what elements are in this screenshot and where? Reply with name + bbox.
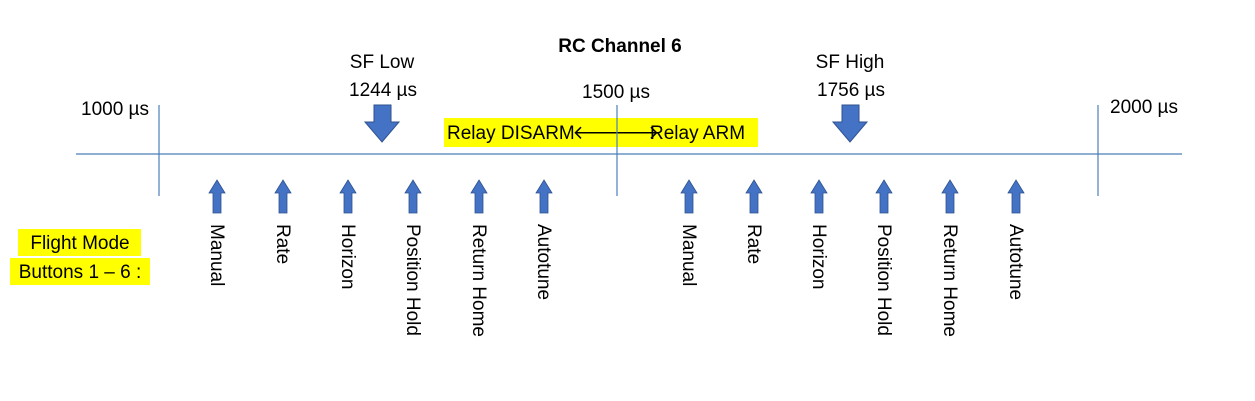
mode-label-autotune-2: Autotune bbox=[1005, 224, 1026, 300]
relay-highlight bbox=[444, 118, 758, 147]
up-arrow-icon bbox=[745, 179, 763, 214]
relay-disarm-label: Relay DISARM bbox=[447, 123, 575, 144]
up-arrow-icon bbox=[404, 179, 422, 214]
mode-label-return-home-2: Return Home bbox=[939, 224, 960, 337]
up-arrow-icon bbox=[470, 179, 488, 214]
up-arrow-icon bbox=[810, 179, 828, 214]
flight-mode-label-line1: Flight Mode bbox=[30, 233, 129, 254]
sf-low-name: SF Low bbox=[350, 52, 415, 73]
tick-label-1500: 1500 µs bbox=[582, 82, 650, 103]
left-arrow-icon: 🡐 bbox=[573, 123, 624, 144]
sf-high-arrow-icon bbox=[831, 104, 869, 143]
up-arrow-icon bbox=[208, 179, 226, 214]
tick-label-2000: 2000 µs bbox=[1110, 97, 1178, 118]
mode-label-horizon-2: Horizon bbox=[808, 224, 829, 289]
sf-high-value: 1756 µs bbox=[817, 80, 885, 101]
tick-label-1000: 1000 µs bbox=[81, 99, 149, 120]
up-arrow-icon bbox=[1007, 179, 1025, 214]
mode-label-autotune-1: Autotune bbox=[533, 224, 554, 300]
up-arrow-icon bbox=[680, 179, 698, 214]
flight-mode-highlight-2 bbox=[10, 258, 150, 285]
right-arrow-icon: 🡒 bbox=[609, 123, 660, 144]
flight-mode-label-line2: Buttons 1 – 6 : bbox=[19, 262, 142, 283]
sf-low-arrow-icon bbox=[363, 104, 401, 143]
flight-mode-buttons: Manual Rate Horizon Position Hold Return Hom… bbox=[206, 179, 1026, 337]
up-arrow-icon bbox=[875, 179, 893, 214]
mode-label-horizon-1: Horizon bbox=[337, 224, 358, 289]
up-arrow-icon bbox=[339, 179, 357, 214]
sf-low-value: 1244 µs bbox=[349, 80, 417, 101]
up-arrow-icon bbox=[274, 179, 292, 214]
mode-label-position-hold-2: Position Hold bbox=[873, 224, 894, 336]
mode-label-rate-2: Rate bbox=[743, 224, 764, 264]
up-arrow-icon bbox=[535, 179, 553, 214]
mode-label-manual-1: Manual bbox=[206, 224, 227, 286]
up-arrow-icon bbox=[941, 179, 959, 214]
sf-high-name: SF High bbox=[816, 52, 885, 73]
relay-arm-label: Relay ARM bbox=[650, 123, 745, 144]
diagram-title: RC Channel 6 bbox=[558, 36, 682, 57]
mode-label-position-hold-1: Position Hold bbox=[402, 224, 423, 336]
mode-label-rate-1: Rate bbox=[272, 224, 293, 264]
flight-mode-highlight-1 bbox=[18, 229, 141, 256]
mode-label-manual-2: Manual bbox=[678, 224, 699, 286]
mode-label-return-home-1: Return Home bbox=[468, 224, 489, 337]
